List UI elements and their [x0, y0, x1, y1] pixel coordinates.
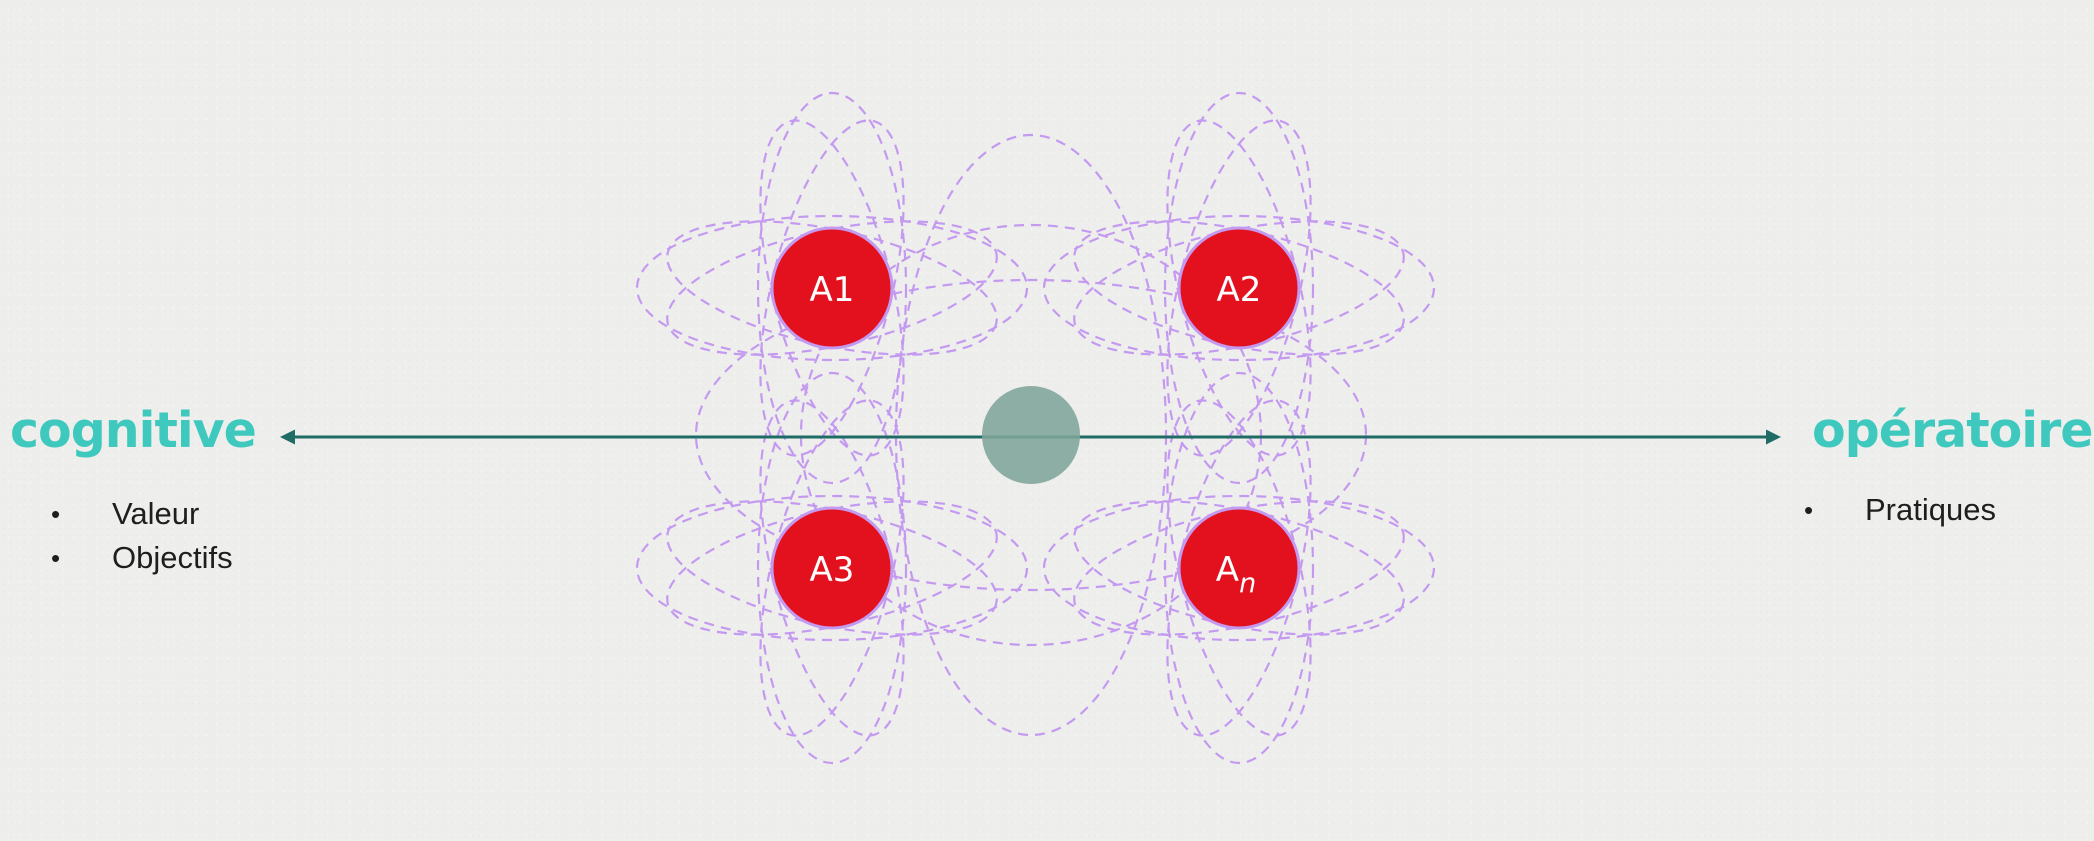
cognitive-heading: cognitive: [10, 402, 257, 459]
node-a1: A1: [770, 226, 894, 350]
bullet-objectifs: Objectifs: [51, 536, 233, 580]
orbit-ellipse: [1042, 494, 1436, 642]
orbit-ellipse: [756, 91, 908, 485]
node-an-label: An: [1216, 550, 1256, 599]
cognitive-bullet-list: Valeur Objectifs: [51, 492, 233, 580]
node-an-circle: [1177, 506, 1301, 630]
node-a1-circle: [770, 226, 894, 350]
central-hub: [982, 386, 1080, 484]
node-a3-circle: [770, 506, 894, 630]
orbit-ellipse: [635, 494, 1029, 642]
orbit-ellipse: [1042, 214, 1436, 362]
bullet-valeur: Valeur: [51, 492, 233, 536]
node-an-subscript: n: [1239, 568, 1256, 599]
node-a2-circle: [1177, 226, 1301, 350]
node-a2-label: A2: [1217, 270, 1262, 310]
operatoire-bullet-list: Pratiques: [1804, 488, 1996, 532]
operatoire-heading: opératoire: [1812, 402, 2093, 459]
orbit-ellipse: [635, 214, 1029, 362]
node-an-base: A: [1216, 550, 1239, 590]
node-a1-label: A1: [810, 270, 855, 310]
node-a3: A3: [770, 506, 894, 630]
node-a2: A2: [1177, 226, 1301, 350]
orbit-ellipse: [1163, 371, 1315, 765]
node-a3-label: A3: [810, 550, 855, 590]
orbit-ellipse: [1163, 91, 1315, 485]
orbit-ellipse: [756, 371, 908, 765]
node-an: An: [1177, 506, 1301, 630]
bullet-pratiques: Pratiques: [1804, 488, 1996, 532]
